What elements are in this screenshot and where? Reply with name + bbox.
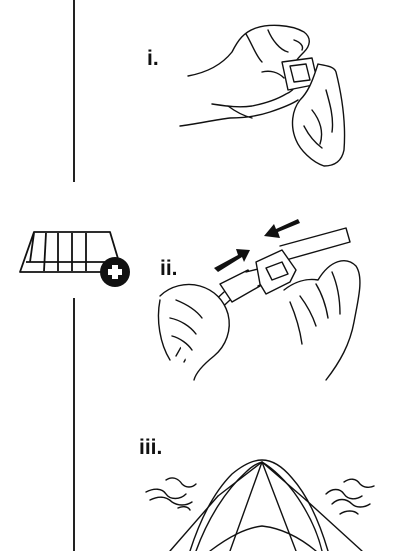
illustration-tent-wind	[0, 0, 393, 551]
